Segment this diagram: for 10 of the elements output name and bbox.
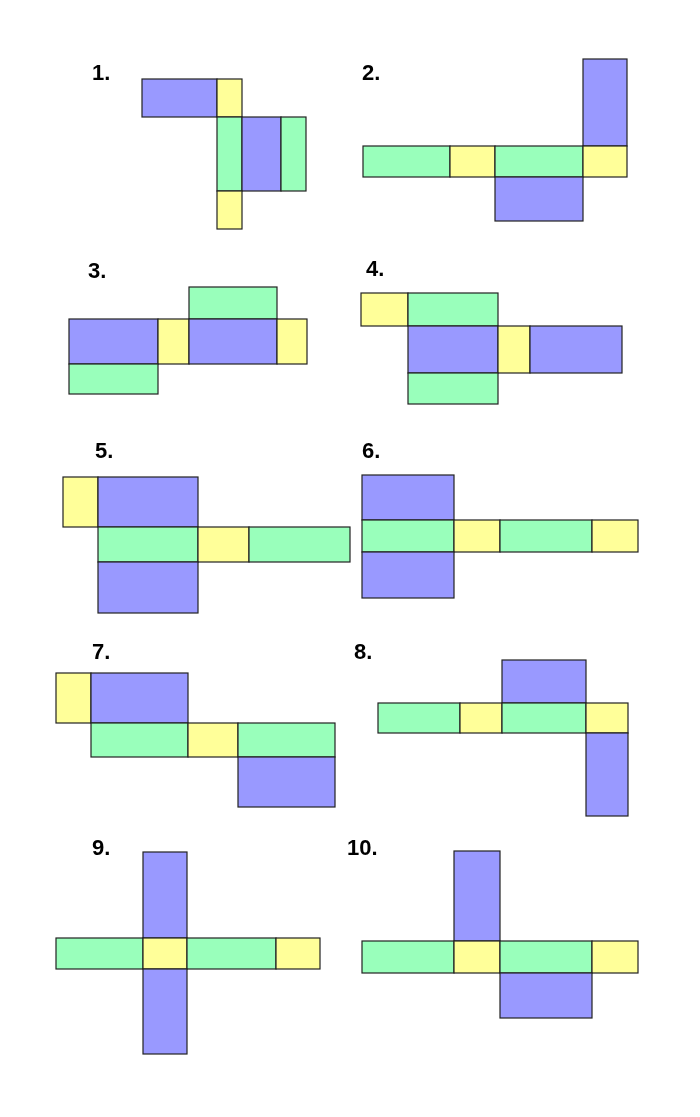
figure-number: 7.: [92, 641, 111, 663]
figure-number: 9.: [92, 837, 111, 859]
figure-number: 6.: [362, 440, 381, 462]
figure-number: 3.: [88, 260, 107, 282]
figure-number: 10.: [347, 837, 378, 859]
figure-number: 2.: [362, 62, 381, 84]
figure-number: 8.: [354, 641, 373, 663]
figure-number: 1.: [92, 62, 111, 84]
figure-number: 4.: [366, 258, 385, 280]
figure-number: 5.: [95, 440, 114, 462]
